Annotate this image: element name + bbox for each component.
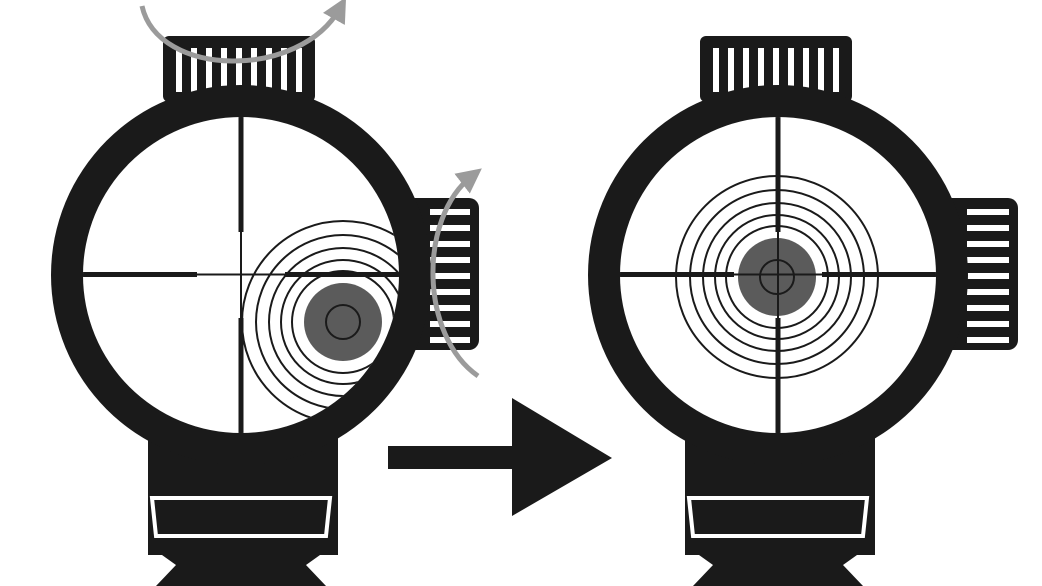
- scope-before: [51, 0, 482, 586]
- turret-knurl-icon: [967, 209, 1009, 343]
- curved-rotation-arrow-icon: [430, 168, 482, 379]
- crosshair: [620, 117, 936, 433]
- target-bullseye: [304, 283, 382, 361]
- crosshair: [83, 117, 399, 433]
- curved-rotation-arrow-icon: [139, 0, 347, 64]
- right-arrow-icon: [388, 398, 612, 516]
- turret-knurl-icon: [176, 48, 302, 92]
- turret-knurl-icon: [430, 209, 470, 343]
- scope-after: [588, 36, 1018, 586]
- turret-knurl-icon: [713, 48, 839, 92]
- elevation-turret: [700, 36, 852, 102]
